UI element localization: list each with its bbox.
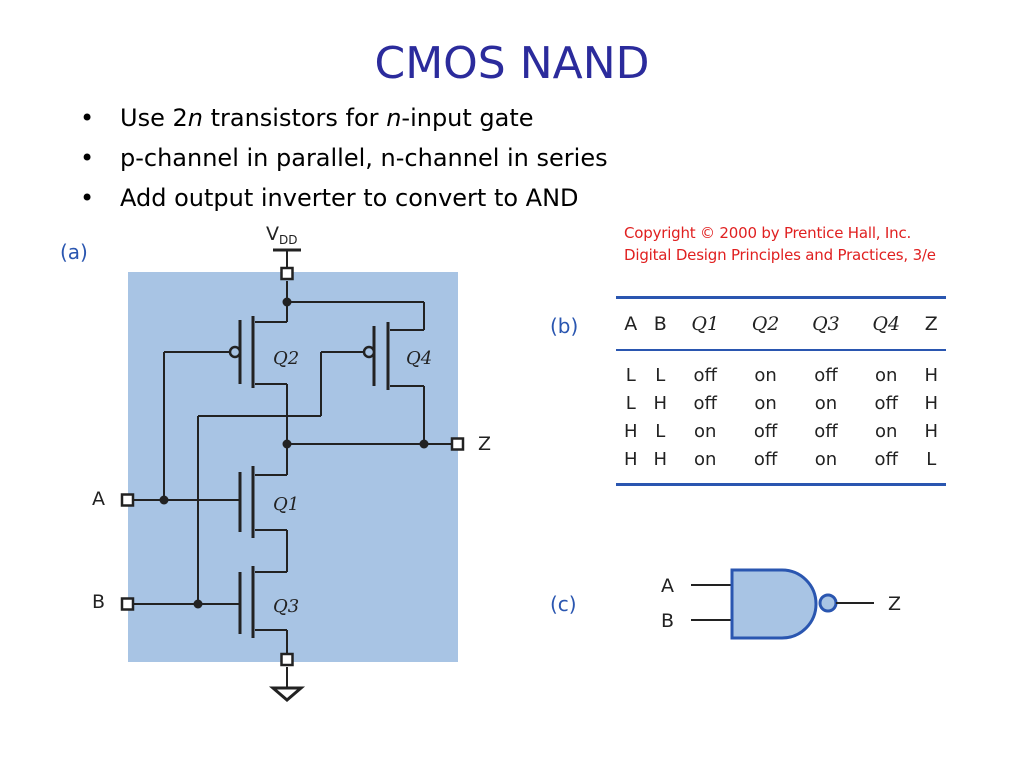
table-rule-top (616, 296, 946, 299)
header-z: Z (924, 313, 938, 335)
q4-label: Q4 (406, 348, 432, 369)
schematic-wires (133, 248, 452, 688)
header-q3: Q3 (812, 313, 840, 335)
header-q4: Q4 (872, 313, 901, 335)
panel-label-c: (c) (550, 592, 577, 616)
copyright-line-2: Digital Design Principles and Practices,… (624, 246, 936, 264)
vdd-label: VDD (266, 223, 297, 247)
header-a: A (624, 313, 638, 335)
bullet-item: •p-channel in parallel, n-channel in ser… (80, 138, 608, 178)
input-b-label: B (92, 591, 105, 613)
panel-label-b: (b) (550, 314, 579, 338)
vdd-terminal (280, 266, 294, 281)
input-a-label: A (92, 488, 105, 510)
header-q1: Q1 (691, 313, 720, 335)
q3-label: Q3 (273, 596, 299, 617)
nand-gate-body (730, 568, 818, 640)
input-b-terminal (120, 597, 135, 611)
bullet-dot: • (80, 104, 95, 132)
header-b: B (653, 313, 667, 335)
junction-dots (159, 297, 429, 609)
gate-output-label: Z (888, 593, 901, 615)
table-rule-mid (616, 349, 946, 351)
gate-input-b-label: B (661, 610, 674, 632)
table-rule-bottom (616, 483, 946, 486)
q4-gate-bubble (362, 345, 376, 359)
schematic-background (128, 272, 458, 662)
nand-gate-symbol: A B Z (661, 568, 901, 640)
q2-gate-bubble (228, 345, 242, 359)
output-z-label: Z (478, 433, 491, 455)
output-z-terminal (450, 437, 465, 451)
input-a-terminal (120, 493, 135, 507)
ground-icon (268, 686, 306, 702)
q1-label: Q1 (273, 494, 299, 515)
bullet-list: •Use 2n transistors for n-input gate •p-… (80, 98, 608, 218)
header-q2: Q2 (751, 313, 780, 335)
q2-label: Q2 (273, 348, 299, 369)
bullet-dot: • (80, 184, 95, 212)
nand-output-bubble (818, 593, 838, 613)
bullet-dot: • (80, 144, 95, 172)
gate-input-a-label: A (661, 575, 674, 597)
bullet-item: •Add output inverter to convert to AND (80, 178, 608, 218)
table-header-row: A B Q1 Q2 Q3 Q4 Z (616, 299, 946, 349)
copyright-notice: Copyright © 2000 by Prentice Hall, Inc. … (624, 222, 936, 266)
bullet-item: •Use 2n transistors for n-input gate (80, 98, 608, 138)
panel-label-a: (a) (60, 240, 88, 264)
copyright-line-1: Copyright © 2000 by Prentice Hall, Inc. (624, 224, 912, 242)
slide-title: CMOS NAND (374, 38, 650, 89)
ground-terminal (280, 652, 294, 667)
